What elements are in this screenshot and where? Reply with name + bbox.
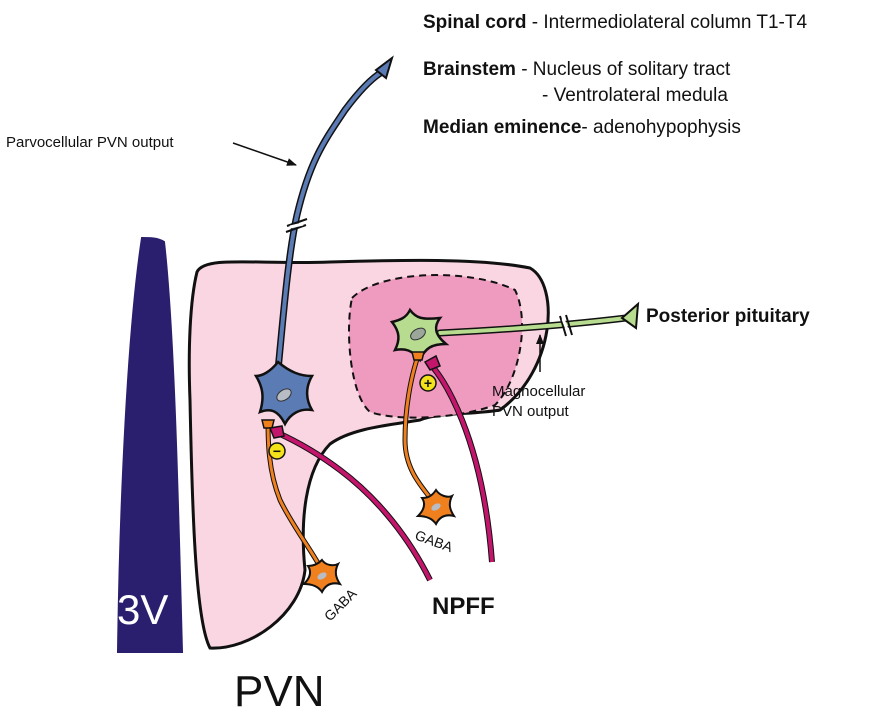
magnocellular-output-label-1: Magnocellular [492,383,585,400]
magnocellular-output-label-2: PVN output [492,403,570,420]
parvocellular-axon-fill [276,70,384,372]
brainstem-target-2: - Ventrolateral medula [542,85,728,106]
npff-fiber-magnocellular-fill [430,364,494,563]
spinal-cord-target: - Intermediolateral column T1-T4 [526,12,807,33]
inhibitory-sign-badge: − [268,442,286,460]
gaba-neuron-upper-nucleus [431,503,441,511]
third-ventricle [116,236,184,653]
gaba-upper-label: GABA [413,527,456,556]
magnocellular-axon-fill [438,316,628,335]
svg-text:Brainstem - Nucleus of solitar: Brainstem - Nucleus of solitary tract [423,59,731,80]
parvocellular-output-arrow [232,142,297,166]
spinal-cord-title: Spinal cord [423,12,526,33]
projection-median-eminence: Median eminence- adenohypophysis [423,117,741,138]
median-eminence-target: - adenohypophysis [581,117,741,138]
svg-text:Spinal cord - Intermediolatera: Spinal cord - Intermediolateral column T… [423,12,807,33]
magnocellular-axon-break [559,314,573,337]
posterior-pituitary-label: Posterior pituitary [646,306,810,327]
parvocellular-axon-break [285,218,308,233]
gaba-lower-label: GABA [321,585,360,624]
npff-synapse-magnocellular [423,354,441,371]
gaba-neuron-lower-nucleus [317,572,327,580]
gaba-lower-fiber-fill [266,419,324,571]
excitatory-sign-badge: + [419,374,437,392]
gaba-upper-synapse [411,351,425,361]
npff-fiber-parvocellular-fill [277,431,432,581]
parvocellular-terminal [374,55,394,80]
pvn-label: PVN [234,667,324,716]
magnocellular-nucleus [410,327,426,341]
svg-text:Median eminence- adenohypophys: Median eminence- adenohypophysis [423,117,741,138]
parvocellular-nucleus [276,388,292,402]
projection-brainstem: Brainstem - Nucleus of solitary tract - … [423,59,731,106]
npff-label: NPFF [432,593,495,620]
parvocellular-output-label: Parvocellular PVN output [6,134,174,151]
ventricle-label: 3V [117,586,168,633]
brainstem-title: Brainstem [423,59,516,80]
npff-synapse-parvocellular [268,425,285,439]
gaba-lower-synapse [261,419,275,429]
projection-spinal-cord: Spinal cord - Intermediolateral column T… [423,12,807,33]
excitatory-sign: + [424,375,432,391]
magnocellular-terminal [620,301,640,330]
gaba-upper-fiber-fill [403,355,434,501]
median-eminence-title: Median eminence [423,117,581,138]
inhibitory-sign: − [273,443,281,459]
brainstem-target-1: - Nucleus of solitary tract [516,59,731,80]
